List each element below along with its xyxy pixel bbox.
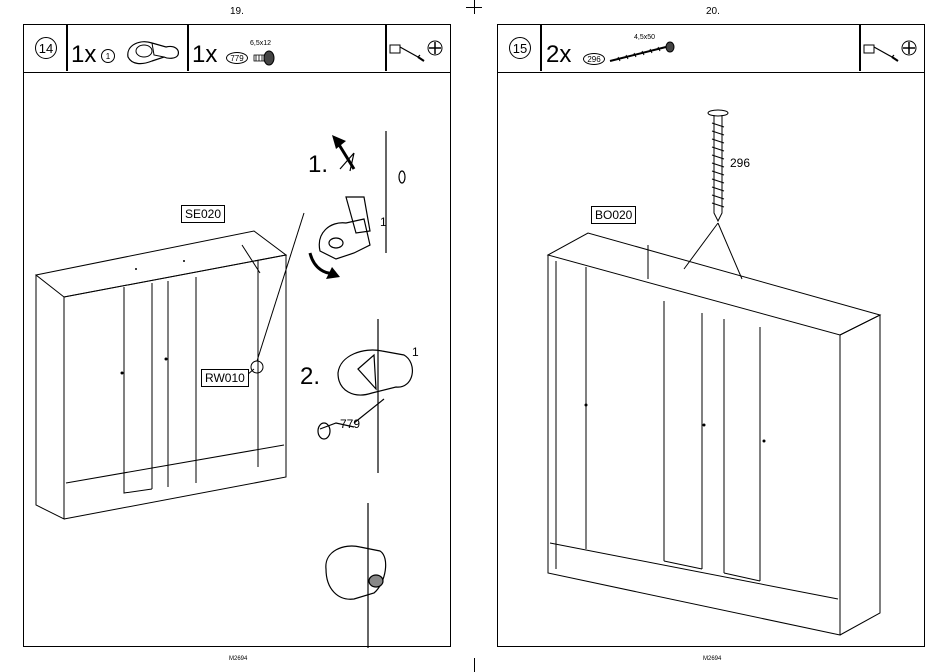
footer-code-right: M2694 [703, 656, 721, 662]
wardrobe-assembly-drawing [498, 73, 926, 648]
part-quantity: 1x [192, 43, 217, 67]
part-id-badge: 296 [583, 53, 605, 65]
part-label: 1 [380, 215, 387, 229]
part-label: 1 [412, 345, 419, 359]
step-15-header: 15 2x 296 4,5x50 [498, 25, 924, 73]
callout-bo020: BO020 [591, 206, 636, 224]
step-15-panel: 15 2x 296 4,5x50 [497, 24, 925, 647]
divider [66, 25, 68, 71]
substep-1-label: 1. [308, 153, 328, 177]
step-14-header: 14 1x 1 1x 6,5x12 779 [24, 25, 450, 73]
divider [540, 25, 542, 71]
part-dimension: 4,5x50 [634, 34, 655, 41]
long-screw-icon [608, 41, 680, 65]
phillips-head-icon [900, 39, 918, 57]
part-quantity: 1x [71, 43, 96, 67]
step-number: 15 [509, 37, 531, 59]
divider [859, 25, 861, 71]
callout-se020: SE020 [181, 205, 225, 223]
callout-rw010: RW010 [201, 369, 249, 387]
part-id-badge: 779 [226, 52, 248, 64]
screw-label: 296 [730, 156, 750, 170]
cam-connector-icon [122, 35, 184, 67]
crop-mark-bottom [474, 658, 475, 672]
footer-code-left: M2694 [229, 656, 247, 662]
part-id-badge: 1 [101, 49, 115, 63]
page-number-right: 20. [706, 6, 720, 17]
part-quantity: 2x [546, 43, 571, 67]
substep-2-label: 2. [300, 365, 320, 389]
screwdriver-icon [862, 39, 902, 65]
screw-label: 779 [340, 417, 360, 431]
screwdriver-icon [388, 39, 428, 65]
divider [187, 25, 189, 71]
divider [385, 25, 387, 71]
phillips-head-icon [426, 39, 444, 57]
page-number-left: 19. [230, 6, 244, 17]
step-number: 14 [35, 37, 57, 59]
step-14-panel: 14 1x 1 1x 6,5x12 779 [23, 24, 451, 647]
part-dimension: 6,5x12 [250, 40, 271, 47]
crop-mark-top-h [466, 7, 482, 8]
wardrobe-assembly-drawing [24, 73, 452, 648]
screw-icon [252, 49, 276, 69]
